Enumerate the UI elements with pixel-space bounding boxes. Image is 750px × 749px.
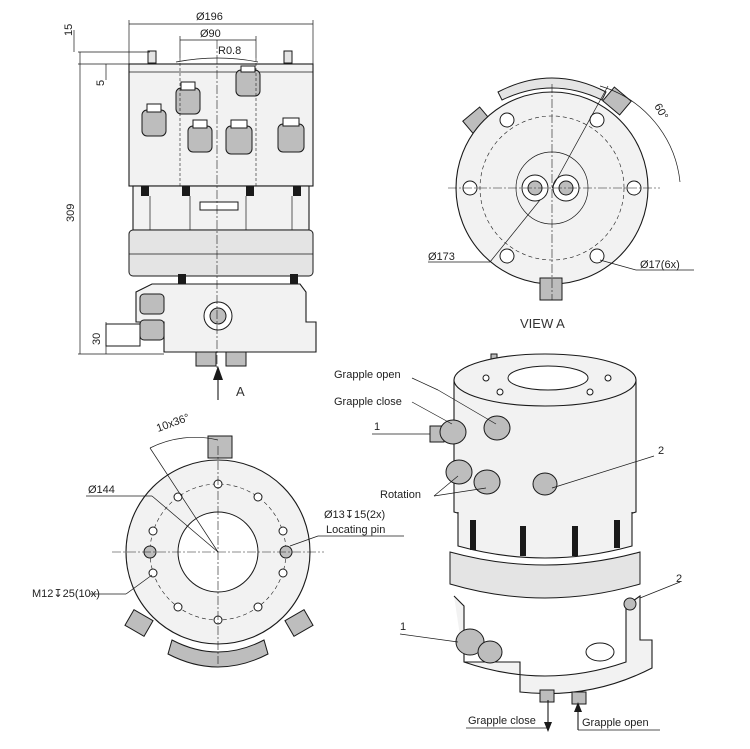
dim-d173: Ø173 [428, 251, 455, 263]
dim-h30: 30 [91, 333, 103, 345]
callout-1-bottom: 1 [400, 621, 406, 633]
dim-m12: M12↧25(10x) [32, 588, 100, 600]
bottom-view [86, 435, 404, 668]
dim-a10x36: 10x36° [155, 412, 191, 435]
view-a [428, 77, 694, 301]
isometric-view [372, 353, 681, 732]
front-view [73, 20, 317, 400]
front-flange [128, 229, 314, 277]
dim-d196: Ø196 [196, 11, 223, 23]
dim-r08: R0.8 [218, 45, 241, 57]
rotation-label: Rotation [380, 489, 421, 501]
iso-flange [449, 551, 641, 599]
front-top-port-left [147, 50, 157, 64]
dim-h309: 309 [65, 204, 77, 222]
grapple-open-label: Grapple open [334, 369, 401, 381]
dim-h5: 5 [95, 80, 107, 86]
front-top-port-right [283, 50, 293, 64]
view-a-title: VIEW A [520, 316, 565, 331]
dim-d90: Ø90 [200, 28, 221, 40]
locating-pin-label: Locating pin [326, 524, 385, 536]
grapple-open-bottom-label: Grapple open [582, 717, 649, 729]
dim-a60: 60° [651, 102, 670, 122]
dim-d13: Ø13↧15(2x) [324, 509, 385, 521]
grapple-close-bottom-label: Grapple close [468, 715, 536, 727]
grapple-close-label: Grapple close [334, 396, 402, 408]
front-fittings [141, 65, 305, 155]
dim-d17: Ø17(6x) [640, 259, 680, 271]
dim-d144: Ø144 [88, 484, 115, 496]
callout-2-bottom: 2 [676, 573, 682, 585]
m12-holes [148, 479, 288, 625]
arrow-a-label: A [236, 384, 245, 399]
dim-h15: 15 [63, 24, 75, 36]
callout-2-top: 2 [658, 445, 664, 457]
callout-1-top: 1 [374, 421, 380, 433]
